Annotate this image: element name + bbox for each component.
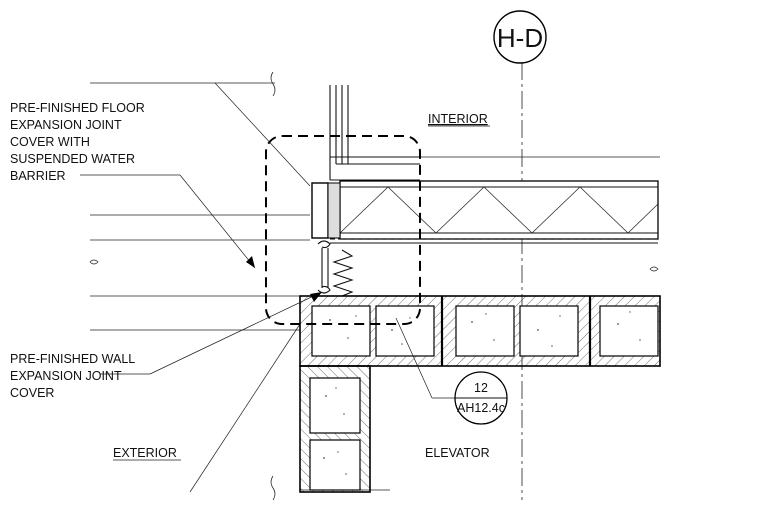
floor-joint-cover	[311, 182, 341, 239]
detail-reference-tag: 12 AH12.4c	[454, 371, 508, 425]
floor-truss	[330, 180, 659, 244]
floor-joint-line-1: PRE-FINISHED FLOOR	[10, 101, 145, 115]
wall-joint-line-3: COVER	[10, 386, 54, 400]
floor-joint-line-2: EXPANSION JOINT	[10, 118, 122, 132]
label-wall-joint: PRE-FINISHED WALL EXPANSION JOINT COVER	[10, 352, 135, 400]
wall-framing	[329, 85, 420, 181]
floor-joint-line-4: SUSPENDED WATER	[10, 152, 135, 166]
floor-joint-line-3: COVER WITH	[10, 135, 90, 149]
label-elevator: ELEVATOR	[425, 446, 490, 460]
detail-callout-boundary	[265, 135, 421, 325]
cmu-wall-vertical	[299, 365, 371, 493]
cmu-wall-horizontal	[299, 295, 661, 367]
label-exterior: EXTERIOR	[113, 446, 177, 460]
grid-bubble-label: H-D	[497, 23, 543, 53]
detail-number: 12	[474, 381, 488, 395]
label-interior: INTERIOR	[428, 112, 488, 126]
concrete-fill-stipple	[323, 311, 641, 475]
seal-clips	[317, 240, 331, 294]
floor-joint-line-5: BARRIER	[10, 169, 66, 183]
detail-sheet: AH12.4c	[457, 401, 505, 415]
wall-joint-line-2: EXPANSION JOINT	[10, 369, 122, 383]
label-floor-joint: PRE-FINISHED FLOOR EXPANSION JOINT COVER…	[10, 101, 145, 183]
joint-seal-spring	[332, 249, 354, 297]
leader-lines	[80, 174, 456, 399]
grid-bubble: H-D	[493, 10, 547, 64]
wall-joint-line-1: PRE-FINISHED WALL	[10, 352, 135, 366]
background-lines	[89, 71, 660, 501]
